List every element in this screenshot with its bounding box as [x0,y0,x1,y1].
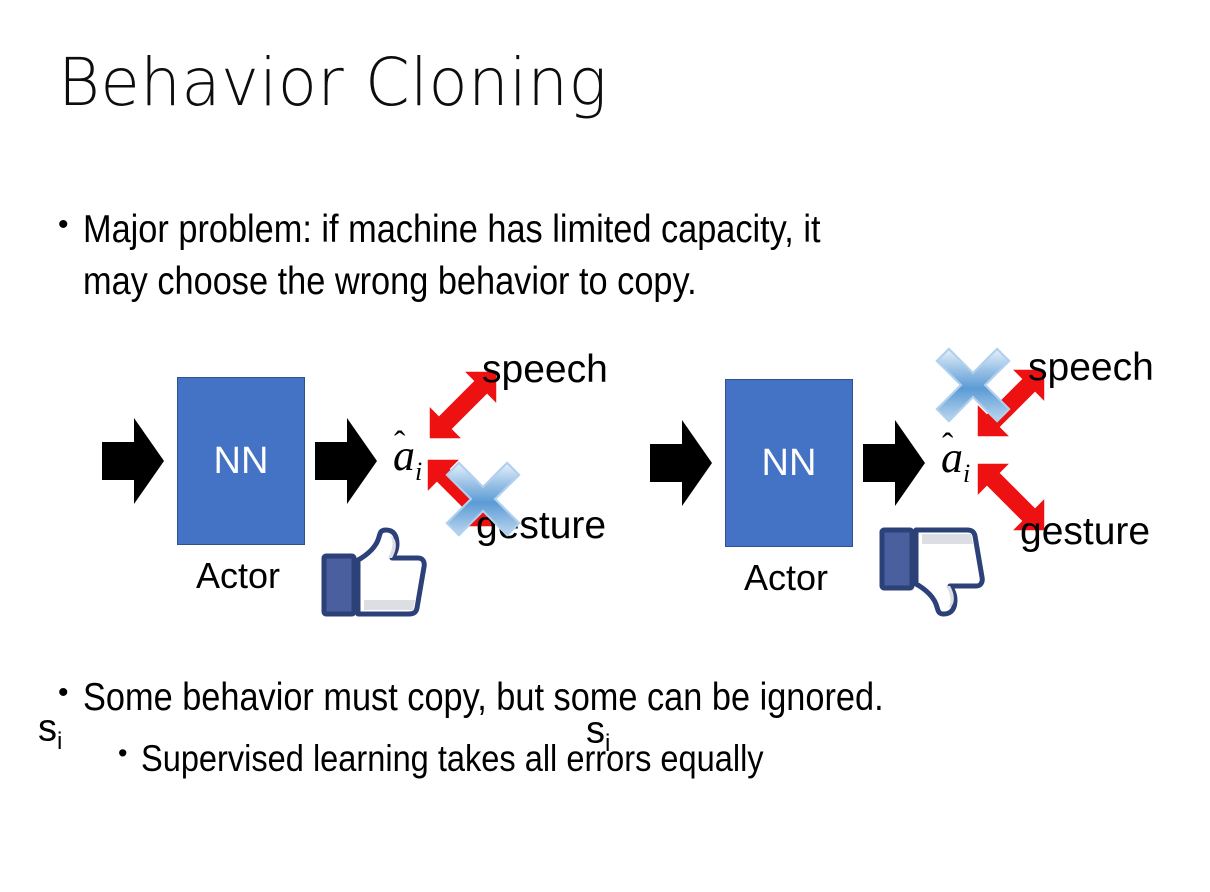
bullet-supervised-learning: • Supervised learning takes all errors e… [118,734,1178,784]
page-title: Behavior Cloning [58,44,608,121]
bullet-some-behavior-text: Some behavior must copy, but some can be… [82,676,884,719]
neural-network-box-left: NN [177,377,305,545]
gesture-label-right: gesture [1020,510,1151,553]
gesture-arrow-right [956,442,1066,552]
bullet-marker-icon: • [118,738,128,768]
neural-network-label-left: NN [213,440,269,482]
bullet-marker-icon: • [58,676,69,709]
cross-out-icon-left [440,456,526,542]
bullet-marker-icon: • [58,208,69,241]
bullet-supervised-learning-text: Supervised learning takes all errors equ… [141,738,765,779]
hat-accent-icon: ˆ [942,427,954,464]
speech-label-left: speech [482,348,608,391]
actor-caption-left: Actor [196,555,281,596]
speech-label-right: speech [1028,346,1154,389]
bullet-some-behavior: • Some behavior must copy, but some can … [58,672,1178,724]
output-arrow-right [863,420,925,506]
bullet-major-problem: • Major problem: if machine has limited … [58,204,1158,308]
hat-accent-icon: ˆ [394,425,406,462]
speech-arrow-left [408,350,518,460]
output-arrow-left [315,418,377,504]
input-arrow-left [102,418,164,504]
cross-out-icon-right [930,342,1016,428]
thumbs-up-icon [320,526,428,622]
state-label-left: si [38,707,63,755]
bullet-major-problem-text: Major problem: if machine has limited ca… [82,208,821,303]
thumbs-down-icon [878,522,986,618]
neural-network-box-right: NN [725,379,853,547]
actor-caption-right: Actor [744,557,829,598]
input-arrow-right [650,420,712,506]
state-label-right: si [586,709,611,757]
neural-network-label-right: NN [761,442,817,484]
